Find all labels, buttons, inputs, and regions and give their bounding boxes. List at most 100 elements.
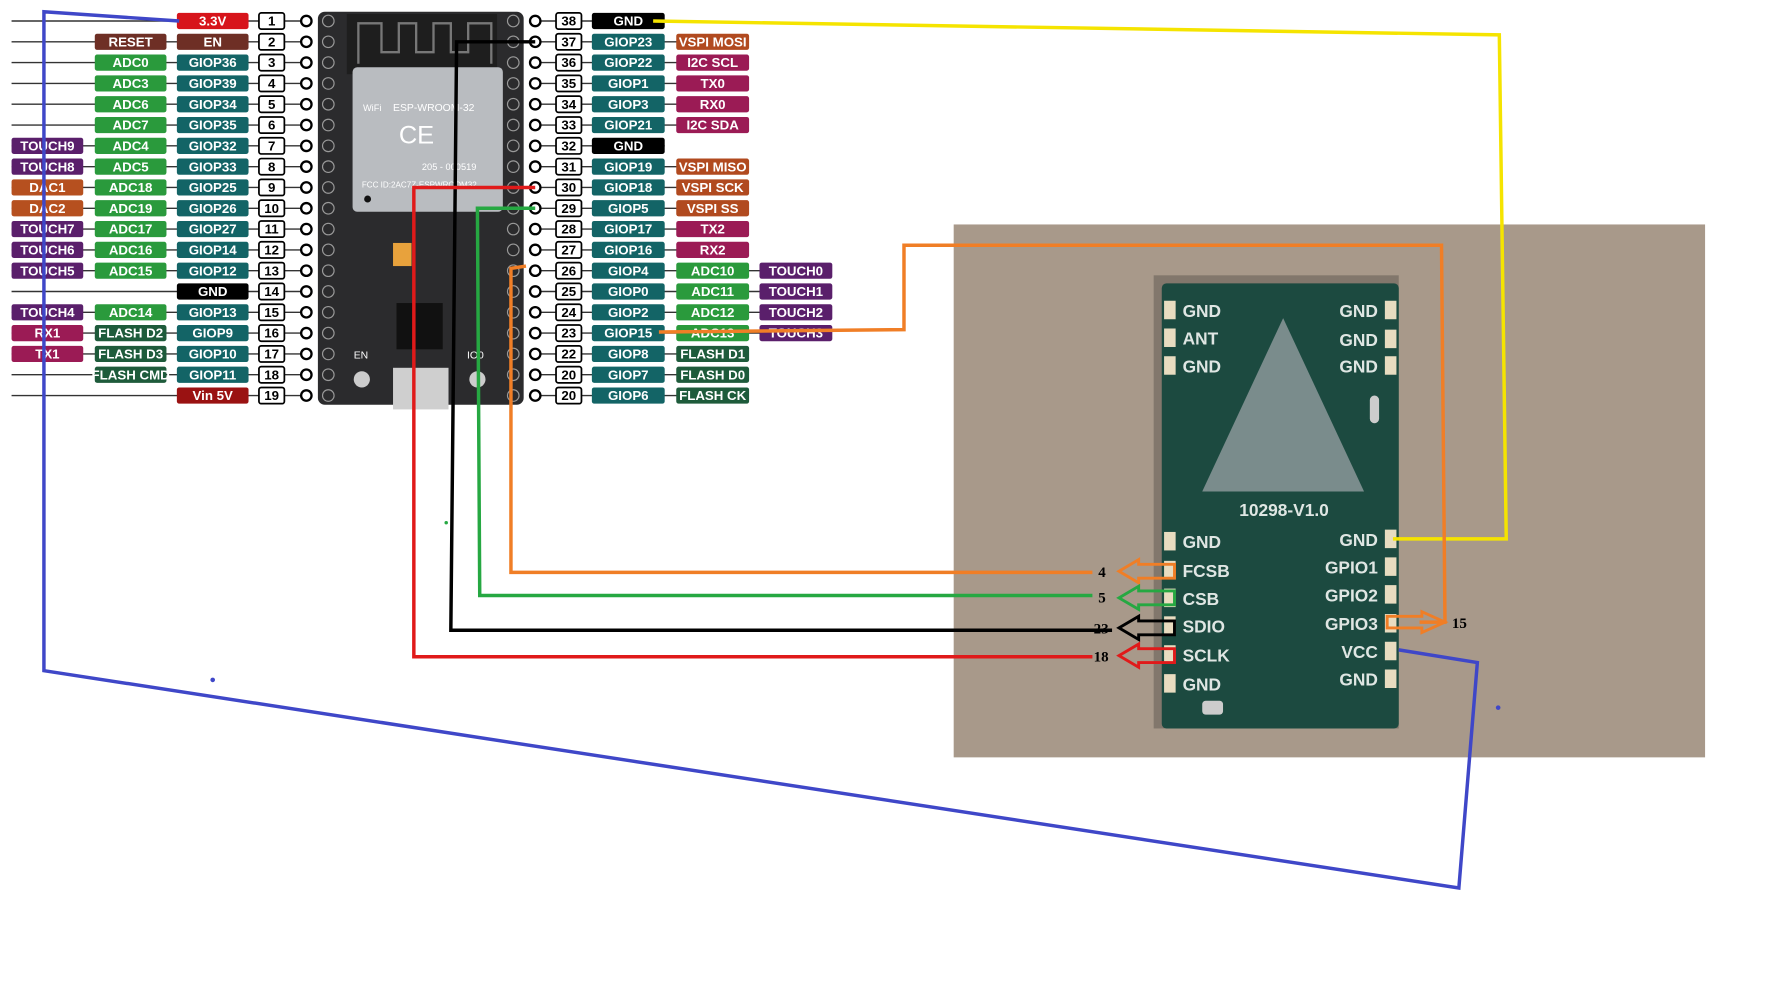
pin-label-box — [11, 325, 84, 342]
pin-number-box — [258, 53, 286, 72]
pin-label-box — [176, 345, 249, 363]
pin-number-box — [258, 136, 286, 155]
pin-number: 1 — [268, 14, 276, 29]
pin-header — [528, 368, 542, 382]
pin-label: GND — [614, 14, 644, 29]
pin-label: GIOP32 — [189, 138, 237, 153]
pin-label-box — [591, 75, 665, 92]
io0-button-label: IO0 — [467, 351, 484, 362]
pin-number: 2 — [268, 34, 275, 49]
pin-header — [299, 160, 313, 174]
pin-number: 36 — [561, 55, 576, 70]
pin-label-box — [176, 304, 249, 321]
pin-label-box — [591, 179, 665, 196]
module-name: ESP-WROOM-32 — [393, 103, 475, 114]
pin-number-box — [258, 178, 286, 197]
module-pad-label: GND — [1183, 356, 1222, 376]
pin-label: ADC10 — [691, 263, 735, 278]
pin-label: I2C SDA — [686, 118, 739, 133]
pin-number: 22 — [561, 347, 576, 362]
pin-label-box — [591, 283, 665, 300]
pin-label: TX1 — [35, 347, 60, 362]
module-pad-label: CSB — [1183, 589, 1220, 609]
module-pad — [1164, 616, 1176, 635]
pin-header — [528, 305, 542, 319]
pin-number: 32 — [561, 138, 576, 153]
module-pad-label: VCC — [1341, 642, 1378, 662]
pin-number: 37 — [561, 34, 576, 49]
pin-number: 13 — [264, 263, 279, 278]
pin-number: 30 — [561, 180, 576, 195]
wire-giop18-to-sclk — [412, 185, 1093, 659]
module-pad-label: GND — [1339, 330, 1378, 350]
pin-label: GIOP13 — [189, 305, 237, 320]
pin-label-box — [591, 12, 665, 30]
pin-label-box — [591, 241, 665, 258]
pin-label-box — [676, 116, 750, 134]
pin-number: 6 — [268, 118, 275, 133]
pin-header — [299, 118, 313, 132]
pin-header — [299, 181, 313, 194]
pin-label: GIOP19 — [604, 159, 652, 174]
pin-label: GND — [198, 284, 228, 299]
pin-label-box — [591, 220, 665, 238]
pin-label: GIOP23 — [604, 34, 652, 49]
pin-header — [528, 243, 542, 257]
module-pad — [1384, 300, 1397, 320]
arrow-gpio3-icon — [1385, 609, 1449, 635]
pin-number: 4 — [268, 76, 276, 91]
pin-number: 35 — [561, 76, 576, 91]
pin-header — [299, 14, 313, 28]
pin-label-box — [94, 220, 167, 238]
arrow-sclk-icon — [1116, 641, 1176, 670]
pin-number-box — [258, 365, 286, 384]
pin-number: 25 — [561, 284, 576, 299]
module-pad — [1164, 560, 1176, 580]
pin-label-box — [11, 241, 84, 258]
pin-label-box — [176, 325, 249, 342]
pin-number-box — [555, 157, 583, 176]
pin-number: 5 — [268, 97, 276, 112]
pin-label: RESET — [108, 34, 152, 49]
module-pad — [1384, 641, 1397, 661]
pin-label-box — [11, 179, 84, 196]
pin-label-box — [759, 262, 833, 279]
module-pad — [1384, 529, 1397, 549]
wire-label-gpio3: 15 — [1452, 616, 1467, 632]
pin-number-box — [555, 344, 583, 363]
pin-label-box — [759, 304, 833, 321]
module-pad-label: SCLK — [1183, 645, 1231, 665]
pin-label: GIOP22 — [604, 55, 652, 70]
pin-header — [528, 97, 542, 111]
en-button[interactable] — [353, 371, 370, 388]
pin-header — [528, 118, 542, 132]
pin-header — [528, 326, 542, 340]
pin-number-box — [258, 95, 286, 114]
usb-uart-chip — [396, 303, 443, 350]
pin-label: FLASH D3 — [98, 347, 163, 362]
wire-giop5-to-csb — [475, 206, 1093, 598]
pin-label: GIOP12 — [189, 263, 237, 278]
module-pad — [1164, 674, 1176, 693]
pin-label-box — [591, 345, 665, 363]
pin-label-box — [94, 366, 167, 383]
pin-label: ADC15 — [109, 263, 153, 278]
module-pad-label: GPIO1 — [1325, 558, 1378, 578]
pin-label: GIOP36 — [189, 55, 237, 70]
pin-number-box — [555, 386, 583, 405]
pin-number-box — [555, 12, 583, 30]
pin-label: TOUCH1 — [769, 284, 824, 299]
